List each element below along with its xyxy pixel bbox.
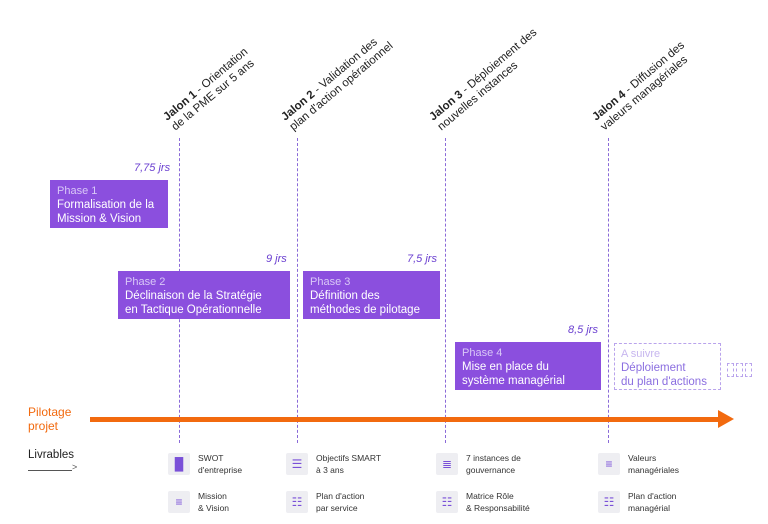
grid-list-icon: ☷: [436, 491, 458, 513]
next-phase-label: A suivre: [621, 348, 661, 360]
deliverable-text: SWOT d'entreprise: [198, 453, 243, 475]
continuation-box: [727, 363, 734, 377]
deliverable-text: Plan d'action par service: [316, 491, 365, 513]
deliverable-swot: ▐▌ SWOT d'entreprise: [168, 452, 242, 476]
deliverable-text: Mission & Vision: [198, 491, 230, 513]
deliverable-objectifs: ☰ Objectifs SMART à 3 ans: [286, 452, 381, 476]
pilotage-label: Pilotage projet: [28, 405, 72, 433]
phase-title: Déclinaison de la Stratégie en Tactique …: [125, 290, 262, 316]
milestone-line-4: [608, 138, 609, 443]
deliverable-text: Objectifs SMART à 3 ans: [316, 453, 382, 475]
deliverable-text: 7 instances de gouvernance: [466, 453, 521, 475]
livrables-arrow: >: [72, 462, 78, 472]
duration-phase-4: 8,5 jrs: [568, 324, 598, 336]
phase-number: Phase 1: [57, 185, 98, 197]
phase-title: Définition des méthodes de pilotage: [310, 290, 420, 316]
grid-list-icon: ☷: [286, 491, 308, 513]
milestone-label-2: Jalon 2 - Validation des plan d'action o…: [279, 36, 396, 134]
grid-list-icon: ☷: [598, 491, 620, 513]
pilotage-arrow-shaft: [90, 417, 720, 422]
deliverable-instances: ≣ 7 instances de gouvernance: [436, 452, 521, 476]
dotted-lines-icon: ≡: [168, 491, 190, 513]
continuation-box: [736, 363, 743, 377]
chart-lines-icon: ≣: [436, 453, 458, 475]
milestone-label-4: Jalon 4 - Diffusion des valeurs managéri…: [590, 39, 691, 134]
next-phase-title: Déploiement du plan d'actions: [621, 362, 707, 388]
phase-3-box: Phase 3 Définition des méthodes de pilot…: [303, 271, 440, 319]
deliverable-text: Plan d'action managérial: [628, 491, 677, 513]
dotted-lines-icon: ≡: [598, 453, 620, 475]
duration-phase-1: 7,75 jrs: [134, 162, 171, 174]
next-phase-box: A suivre Déploiement du plan d'actions: [614, 343, 721, 390]
phase-number: Phase 4: [462, 347, 503, 359]
phase-4-box: Phase 4 Mise en place du système managér…: [455, 342, 601, 390]
deliverable-text: Valeurs managériales: [628, 453, 680, 475]
livrables-label: Livrables: [28, 449, 75, 461]
phase-1-box: Phase 1 Formalisation de la Mission & Vi…: [50, 180, 168, 228]
phase-2-box: Phase 2 Déclinaison de la Stratégie en T…: [118, 271, 290, 319]
continuation-boxes: [727, 363, 752, 377]
bar-chart-icon: ▐▌: [168, 453, 190, 475]
deliverable-valeurs: ≡ Valeurs managériales: [598, 452, 679, 476]
phase-number: Phase 2: [125, 276, 166, 288]
deliverable-text: Matrice Rôle & Responsabilité: [466, 491, 530, 513]
deliverable-plan-service: ☷ Plan d'action par service: [286, 490, 364, 514]
pilotage-arrow-head: [718, 410, 734, 428]
deliverable-plan-managerial: ☷ Plan d'action managérial: [598, 490, 676, 514]
milestone-line-2: [297, 138, 298, 443]
deliverable-matrice: ☷ Matrice Rôle & Responsabilité: [436, 490, 530, 514]
phase-number: Phase 3: [310, 276, 351, 288]
duration-phase-3: 7,5 jrs: [407, 253, 437, 265]
livrables-line: [28, 470, 72, 471]
deliverable-mission-vision: ≡ Mission & Vision: [168, 490, 229, 514]
milestone-label-3: Jalon 3 - Déploiement des nouvelles inst…: [427, 26, 540, 134]
phase-title: Formalisation de la Mission & Vision: [57, 199, 155, 225]
milestone-line-3: [445, 138, 446, 443]
phase-title: Mise en place du système managérial: [462, 361, 565, 387]
continuation-box: [745, 363, 752, 377]
checklist-icon: ☰: [286, 453, 308, 475]
duration-phase-2: 9 jrs: [266, 253, 287, 265]
milestone-label-1: Jalon 1 - Orientation de la PME sur 5 an…: [161, 45, 257, 134]
